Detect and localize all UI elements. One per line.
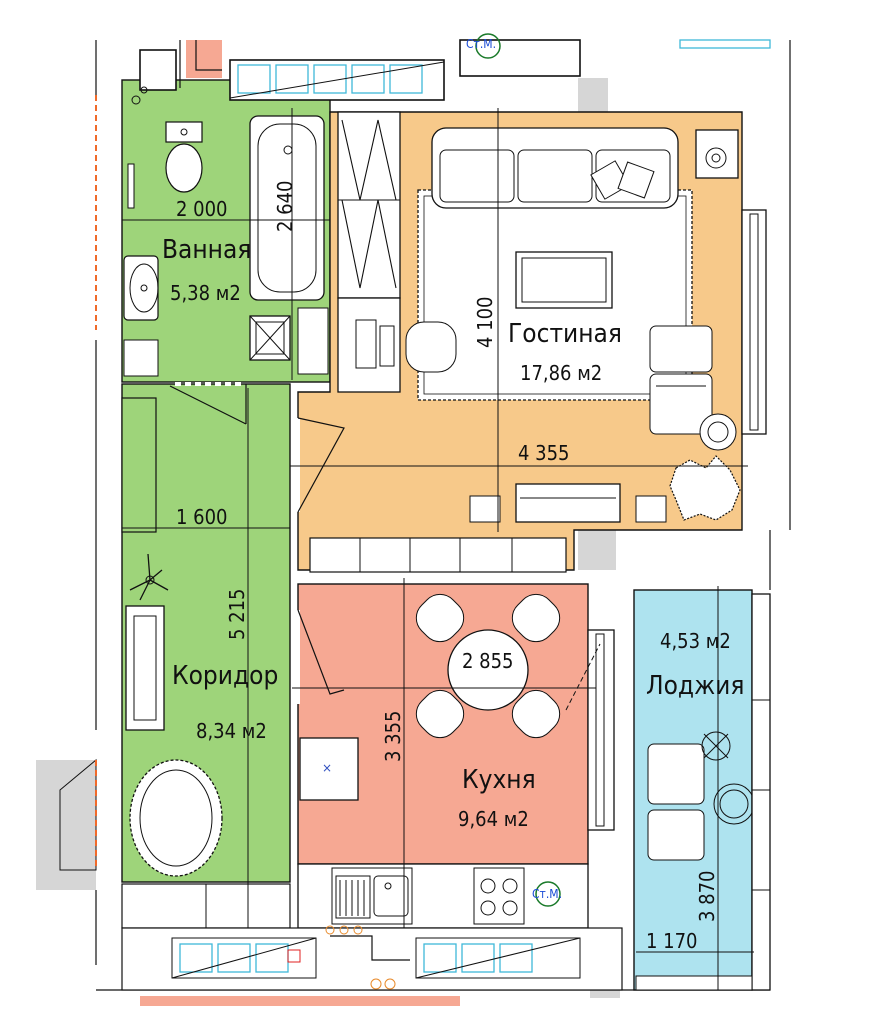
bathtub-icon (249, 115, 325, 301)
chair-icon (415, 689, 465, 739)
dim-loggia-width: 1 170 (646, 929, 698, 953)
living-furniture (296, 127, 767, 573)
round-mat-icon (129, 759, 223, 877)
toilet-icon (165, 121, 203, 143)
column-block (578, 530, 616, 570)
dim-living-width: 4 355 (518, 441, 570, 465)
marker-label: Ст.М. (532, 887, 562, 901)
room-name-corridor: Коридор (172, 661, 278, 691)
dim-corridor-width: 1 600 (176, 505, 228, 529)
dim-bath-width: 2 000 (176, 197, 228, 221)
armchair-icon (649, 373, 713, 435)
chair-icon (511, 689, 561, 739)
fridge-icon (299, 737, 359, 801)
top-marker: Ст.М. (466, 33, 501, 59)
room-name-living: Гостиная (508, 319, 622, 349)
wardrobe (337, 111, 401, 393)
marker-label: Ст.М. (466, 37, 496, 51)
tv-stand-icon (515, 483, 621, 523)
armchair-icon (647, 743, 705, 805)
column-block (578, 78, 608, 114)
window (587, 629, 615, 831)
room-name-bathroom: Ванная (162, 235, 251, 265)
chair-icon (405, 321, 457, 373)
chair-icon (511, 593, 561, 643)
room-name-loggia: Лоджия (646, 671, 744, 701)
room-area-living: 17,86 м2 (520, 361, 602, 385)
dimension-lines (122, 108, 754, 990)
kitchen-marker: Ст.М. (532, 881, 562, 907)
dim-kitchen-height: 3 355 (381, 711, 405, 763)
loggia-furniture (635, 593, 771, 991)
window (741, 209, 767, 435)
dim-corridor-height: 5 215 (225, 589, 249, 641)
plant-icon (669, 455, 741, 521)
dim-bath-tub: 2 640 (273, 181, 297, 233)
coffee-table-icon (515, 251, 613, 309)
top-strip (139, 39, 771, 101)
stove-icon (473, 867, 525, 925)
room-name-kitchen: Кухня (462, 765, 536, 795)
bathroom-fixtures (123, 86, 329, 425)
armchair-icon (649, 325, 713, 373)
kitchen-furniture: × (297, 593, 615, 929)
bench-icon (125, 605, 165, 731)
column-block (36, 760, 96, 890)
armchair-icon (647, 809, 705, 861)
room-area-loggia: 4,53 м2 (660, 629, 731, 653)
labels: Ванная 5,38 м2 Гостиная 17,86 м2 Коридор… (162, 181, 744, 954)
room-area-bathroom: 5,38 м2 (170, 281, 241, 305)
column-block (186, 40, 222, 78)
bottom-strip (121, 925, 623, 1006)
svg-text:×: × (322, 761, 332, 775)
chair-icon (415, 593, 465, 643)
dim-kitchen-width: 2 855 (462, 649, 514, 673)
dim-living-height: 4 100 (473, 297, 497, 349)
dim-loggia-height: 3 870 (695, 871, 719, 923)
kitchen-sink-icon (331, 867, 413, 925)
corridor-furniture (121, 397, 345, 929)
hanger-icon (129, 553, 169, 601)
room-area-kitchen: 9,64 м2 (458, 807, 529, 831)
dining-table-icon (447, 629, 529, 711)
room-area-corridor: 8,34 м2 (196, 719, 267, 743)
